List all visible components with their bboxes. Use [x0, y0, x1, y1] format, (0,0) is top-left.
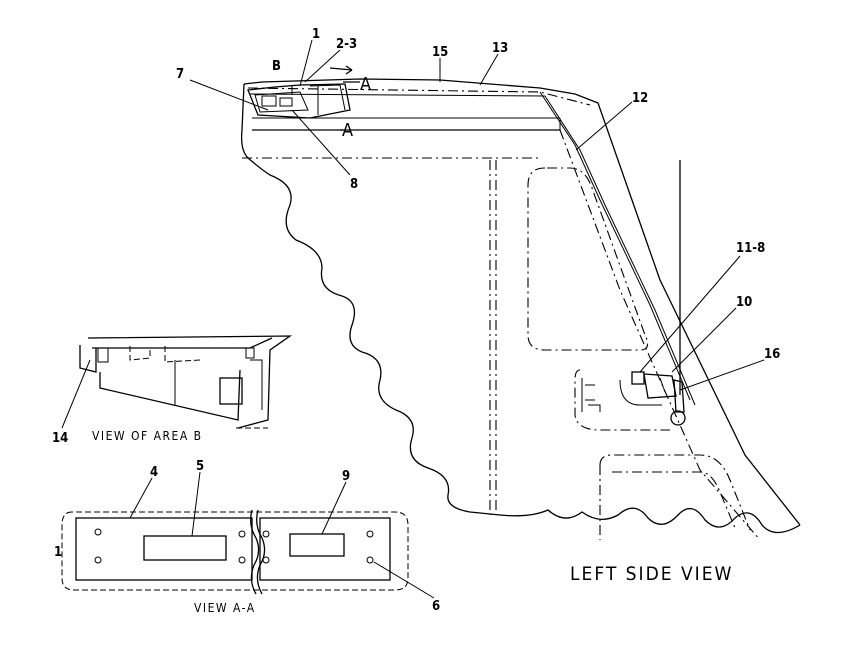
section-mark-a-top: A	[360, 74, 371, 95]
rear-antenna-mount	[581, 371, 686, 426]
callout-8: 8	[350, 177, 358, 192]
section-mark-a-bottom: A	[342, 120, 353, 141]
view-a-a-title: VIEW A-A	[194, 601, 256, 615]
view-a-a	[61, 509, 409, 595]
section-marks: A A	[340, 74, 371, 141]
left-side-view-title: LEFT SIDE VIEW	[570, 563, 733, 585]
callout-2-3: 2-3	[336, 37, 357, 52]
callout-10: 10	[736, 295, 752, 310]
callout-5: 5	[196, 459, 204, 474]
callout-6: 6	[432, 599, 440, 614]
view-area-b	[79, 335, 293, 429]
callout-4: 4	[150, 465, 158, 480]
callout-11-8: 11-8	[736, 241, 765, 256]
cab-outline	[240, 78, 801, 541]
callout-labels: 1 2-3 7 B 15 13 12 8 11-8 10 16 14 4 5 9…	[52, 27, 780, 614]
view-area-b-title: VIEW OF AREA B	[92, 429, 203, 443]
callout-9: 9	[342, 469, 350, 484]
callout-1-view-aa: 1	[54, 545, 62, 560]
callout-7: 7	[176, 67, 184, 82]
callout-13: 13	[492, 41, 508, 56]
callout-1: 1	[312, 27, 320, 42]
fastener-holes	[94, 528, 374, 564]
leader-lines	[61, 39, 765, 599]
callout-16: 16	[764, 347, 780, 362]
roof-light-assembly	[247, 65, 353, 119]
callout-12: 12	[632, 91, 648, 106]
callout-14: 14	[52, 431, 68, 446]
callout-b: B	[272, 59, 281, 74]
callout-15: 15	[432, 45, 448, 60]
